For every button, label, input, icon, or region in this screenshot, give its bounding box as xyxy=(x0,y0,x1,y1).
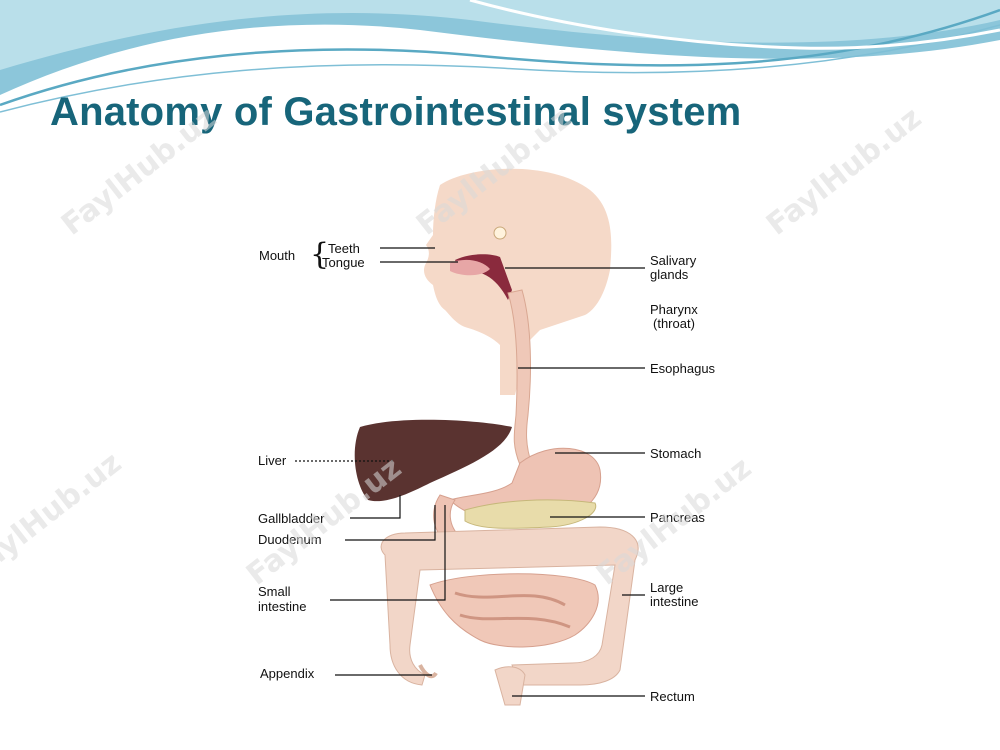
small-intestine-shape xyxy=(429,573,599,648)
slide-title: Anatomy of Gastrointestinal system xyxy=(50,90,742,134)
label-duodenum: Duodenum xyxy=(258,532,322,547)
label-pancreas: Pancreas xyxy=(650,510,705,525)
mouth-brace: { xyxy=(310,237,330,272)
label-liver: Liver xyxy=(258,453,287,468)
label-esophagus: Esophagus xyxy=(650,361,716,376)
label-small-intestine-line2: intestine xyxy=(258,599,307,614)
label-gallbladder: Gallbladder xyxy=(258,511,325,526)
label-salivary-glands-line2: glands xyxy=(650,267,689,282)
label-tongue: Tongue xyxy=(322,255,365,270)
anatomy-illustration xyxy=(295,168,645,706)
label-salivary-glands-line1: Salivary xyxy=(650,253,697,268)
label-large-intestine-line1: Large xyxy=(650,580,684,595)
label-teeth: Teeth xyxy=(328,241,360,256)
head-silhouette xyxy=(423,168,612,395)
rectum-shape xyxy=(494,666,526,706)
header-wave-decoration xyxy=(0,0,1000,113)
label-appendix: Appendix xyxy=(260,666,315,681)
watermark: FaylHub.uz xyxy=(0,445,129,588)
label-rectum: Rectum xyxy=(650,689,695,704)
label-mouth: Mouth xyxy=(259,248,296,263)
label-pharynx-line1: Pharynx xyxy=(650,302,698,317)
label-stomach: Stomach xyxy=(650,446,702,461)
salivary-gland-shape xyxy=(493,226,507,240)
tongue-shape xyxy=(450,259,490,276)
gi-anatomy-figure: Mouth { Teeth Tongue Salivary glands Pha… xyxy=(250,165,745,715)
label-small-intestine-line1: Small xyxy=(258,584,291,599)
label-large-intestine-line2: intestine xyxy=(650,594,699,609)
label-pharynx-line2: (throat) xyxy=(653,316,695,331)
liver-shape xyxy=(354,419,512,502)
